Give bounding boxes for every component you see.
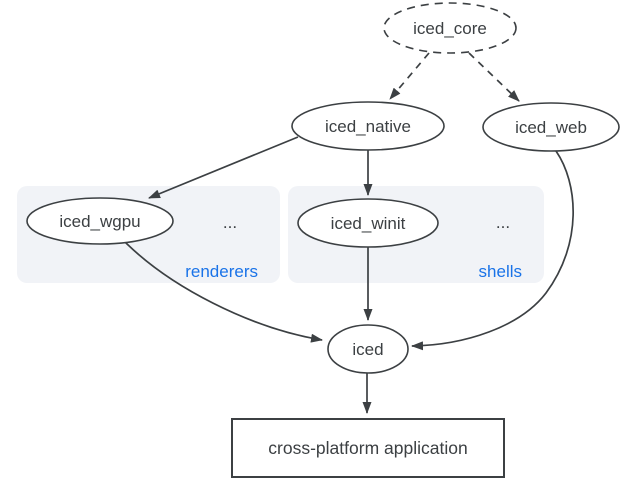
node-iced-winit-ellipse (297, 198, 439, 248)
edge-iced_web-to-iced (411, 150, 574, 351)
edge-iced_wgpu-to-iced (123, 240, 323, 343)
node-iced-winit-label: iced_winit (331, 214, 406, 233)
group-renderers-label: renderers (185, 262, 258, 281)
node-application-rect (231, 418, 505, 478)
node-application: cross-platform application (231, 418, 505, 478)
node-iced-web-label: iced_web (515, 118, 587, 137)
node-iced-native-ellipse (291, 101, 445, 151)
node-iced-core-ellipse (383, 2, 517, 54)
node-iced: iced (327, 324, 409, 374)
edge-iced_native-to-iced_wgpu (148, 136, 299, 199)
node-iced-web: iced_web (482, 102, 620, 152)
node-iced-wgpu: iced_wgpu (26, 197, 174, 245)
node-iced-native: iced_native (291, 101, 445, 151)
edge-iced_core-to-iced_web (468, 52, 520, 102)
edge-iced_core-to-iced_native (389, 52, 430, 100)
node-iced-core-label: iced_core (413, 19, 487, 38)
node-iced-winit: iced_winit (297, 198, 439, 248)
node-iced-wgpu-ellipse (26, 197, 174, 245)
group-shells-label: shells (479, 262, 522, 281)
group-shells-ellipsis: ... (496, 213, 510, 232)
group-renderers-ellipsis: ... (223, 213, 237, 232)
node-iced-web-ellipse (482, 102, 620, 152)
node-iced-core: iced_core (383, 2, 517, 54)
node-application-label: cross-platform application (268, 438, 467, 458)
node-iced-label: iced (352, 340, 383, 359)
node-iced-wgpu-label: iced_wgpu (59, 212, 140, 231)
node-iced-ellipse (327, 324, 409, 374)
node-iced-native-label: iced_native (325, 117, 411, 136)
